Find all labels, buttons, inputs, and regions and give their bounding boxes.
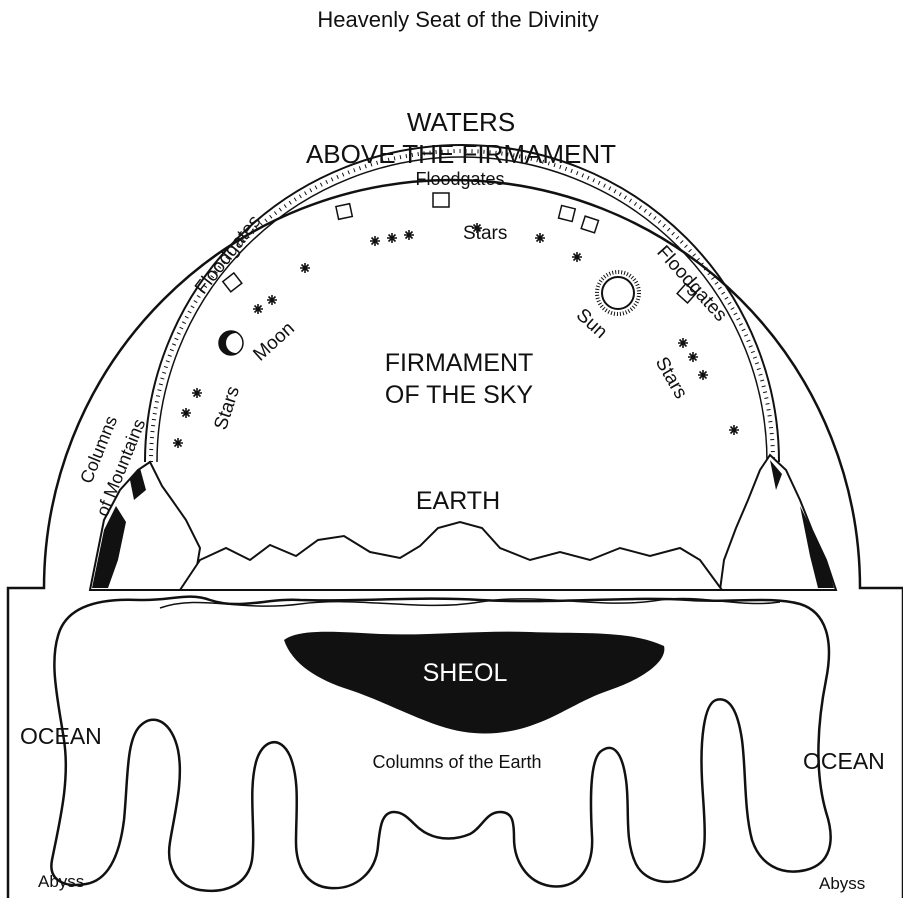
firmament-dome-inner xyxy=(157,157,767,462)
earth-label: EARTH xyxy=(416,488,500,516)
stars-label-top: Stars xyxy=(463,224,507,245)
earth-mountains xyxy=(180,522,722,590)
floodgates-label-top: Floodgates xyxy=(415,170,504,190)
abyss-label-left: Abyss xyxy=(38,873,84,892)
firmament-label-line2: OF THE SKY xyxy=(385,382,533,410)
diagram-title: Heavenly Seat of the Divinity xyxy=(317,8,598,32)
firmament-dome-hatch xyxy=(151,151,773,462)
ocean-label-left: OCEAN xyxy=(20,724,102,749)
firmament-dome-outer xyxy=(145,145,779,462)
columns-earth-label: Columns of the Earth xyxy=(372,753,541,773)
waters-label-line1: WATERS xyxy=(407,108,515,137)
firmament-label-line1: FIRMAMENT xyxy=(385,350,534,378)
sun-icon xyxy=(597,272,639,314)
moon-icon xyxy=(219,331,246,355)
ocean-label-right: OCEAN xyxy=(803,749,885,774)
sheol-label: SHEOL xyxy=(423,660,508,688)
abyss-label-right: Abyss xyxy=(819,875,865,894)
waters-label-line2: ABOVE THE FIRMAMENT xyxy=(306,140,616,169)
